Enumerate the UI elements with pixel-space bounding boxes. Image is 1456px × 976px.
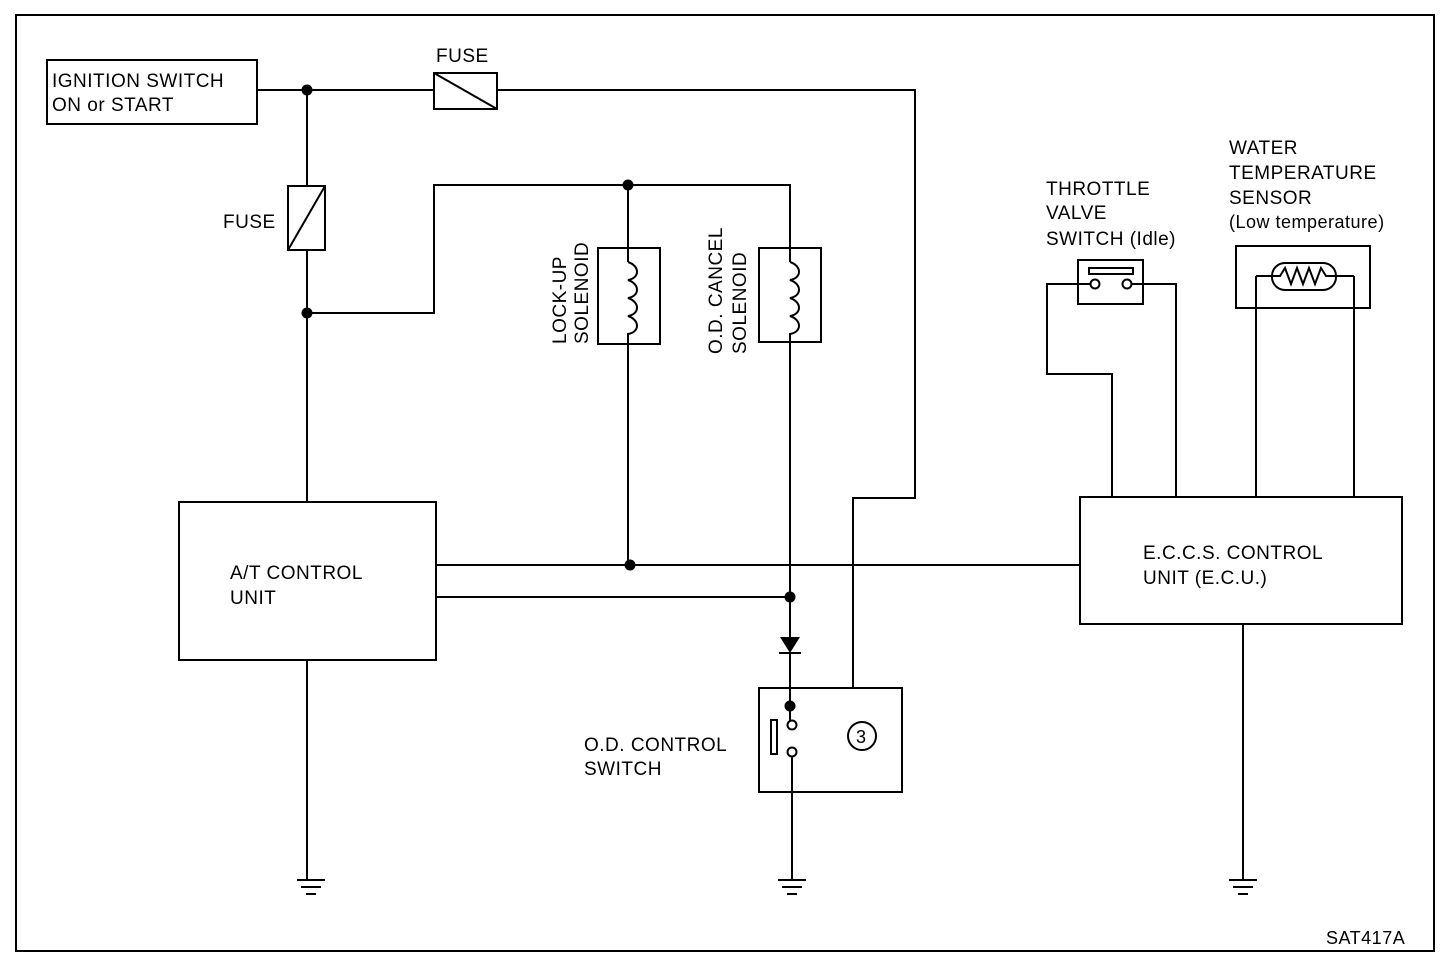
water-label-line4: (Low temperature) <box>1229 212 1385 232</box>
throttle-label-line1: THROTTLE <box>1046 179 1150 200</box>
water-label-line3: SENSOR <box>1229 188 1312 209</box>
lockup-label-line1: LOCK-UP <box>550 256 571 344</box>
fuse-top-label: FUSE <box>436 46 489 67</box>
ignition-label-line2: ON or START <box>52 95 174 116</box>
fuse-left-label: FUSE <box>223 212 276 233</box>
junction-dot <box>301 307 313 319</box>
throttle-valve-switch: THROTTLE VALVE SWITCH (Idle) <box>1046 179 1176 305</box>
figure-code: SAT417A <box>1326 928 1405 948</box>
od-cancel-solenoid: O.D. CANCEL SOLENOID <box>706 227 822 354</box>
water-temperature-sensor: WATER TEMPERATURE SENSOR (Low temperatur… <box>1229 138 1385 309</box>
od-switch-label-line1: O.D. CONTROL <box>584 735 727 756</box>
lamp-symbol: 3 <box>856 727 867 747</box>
junction-dot <box>622 179 634 191</box>
eccs-label-line1: E.C.C.S. CONTROL <box>1143 543 1323 564</box>
at-label-line2: UNIT <box>230 588 276 609</box>
od-cancel-label-line1: O.D. CANCEL <box>706 227 727 354</box>
od-cancel-coil-icon <box>789 261 800 342</box>
ground-icon <box>297 879 325 895</box>
ignition-switch: IGNITION SWITCH ON or START <box>46 59 258 125</box>
diagram-frame <box>15 14 1435 952</box>
fuse-top: FUSE <box>433 46 498 110</box>
junction-dot <box>624 559 636 571</box>
ground-icon <box>1229 879 1257 895</box>
wire-throttle-left <box>1046 283 1113 497</box>
throttle-label-line2: VALVE <box>1046 203 1107 224</box>
water-label-line2: TEMPERATURE <box>1229 163 1377 184</box>
junction-dot <box>784 591 796 603</box>
wire-solenoid-feed <box>307 184 791 314</box>
ignition-label-line1: IGNITION SWITCH <box>52 71 224 92</box>
eccs-control-unit: E.C.C.S. CONTROL UNIT (E.C.U.) <box>1079 496 1403 625</box>
wire-throttle-right <box>1132 283 1177 497</box>
water-label-line1: WATER <box>1229 138 1298 159</box>
lockup-label-line2: SOLENOID <box>572 242 593 344</box>
junction-dot <box>301 84 313 96</box>
at-control-unit: A/T CONTROL UNIT <box>178 501 437 661</box>
fuse-left: FUSE <box>223 185 326 251</box>
throttle-label-line3: SWITCH (Idle) <box>1046 229 1176 250</box>
diode-icon <box>779 637 801 654</box>
eccs-label-line2: UNIT (E.C.U.) <box>1143 568 1267 589</box>
ground-icon <box>778 879 806 895</box>
indicator-lamp-icon <box>847 721 877 751</box>
junction-dot <box>784 700 796 712</box>
lockup-solenoid: LOCK-UP SOLENOID <box>550 242 661 345</box>
wire-fuse-top-out <box>497 89 916 771</box>
lockup-coil-icon <box>627 261 638 344</box>
at-label-line1: A/T CONTROL <box>230 563 363 584</box>
od-switch-label-line2: SWITCH <box>584 759 662 780</box>
od-cancel-label-line2: SOLENOID <box>730 252 751 354</box>
od-control-switch: 3 O.D. CONTROL SWITCH <box>584 653 903 793</box>
